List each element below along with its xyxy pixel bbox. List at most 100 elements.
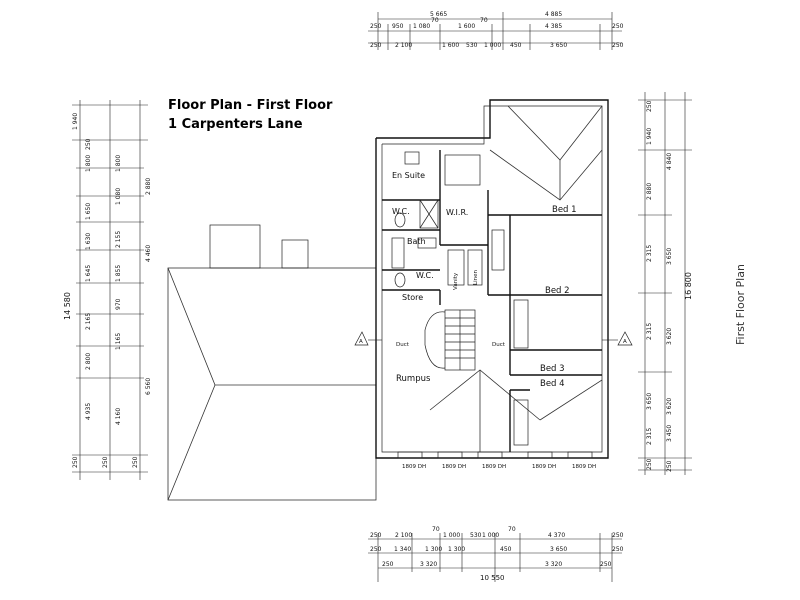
dim-top-2f: 70 [480,17,488,24]
section-marker-right-icon [617,331,633,346]
dim-bottom-3c: 3 320 [545,561,562,568]
dim-right-1: 250 [646,100,653,112]
dim-left-5: 1 630 [85,233,92,250]
dim-bottom-1i: 250 [612,532,624,539]
upper-roof [429,105,603,452]
duct-right-label: Duct [492,342,506,348]
dim-bottom-1e: 530 [470,532,482,539]
dim-right-4: 2 315 [646,245,653,262]
room-bed4: Bed 4 [540,379,565,389]
dim-left-total: 14 580 [63,292,72,320]
dim-left-10: 250 [72,456,79,468]
dim-bottom-3d: 250 [600,561,612,568]
dim-bottom-1a: 250 [370,532,382,539]
window-label-1: 1809 DH [402,464,426,470]
dim-right-10: 3 650 [666,248,673,265]
bath-basin [417,237,437,249]
room-bed3: Bed 3 [540,364,565,374]
dim-bottom-1b: 2 100 [395,532,412,539]
dim-top-2c: 1 080 [413,23,430,30]
dim-top-3h: 250 [612,42,624,49]
dim-left-19: 2 880 [145,178,152,195]
room-rumpus: Rumpus [396,374,431,384]
bath-tub [391,237,405,269]
dim-bottom-total: 10 550 [480,574,505,582]
dim-left-9: 4 935 [85,403,92,420]
dim-right-6: 3 650 [646,393,653,410]
room-bed2: Bed 2 [545,286,570,296]
dim-top-3a: 250 [370,42,382,49]
room-linen: Linen [473,270,479,285]
bottom-windows: 1809 DH 1809 DH 1809 DH 1809 DH 1809 DH [397,451,596,470]
dim-top-3e: 1 000 [484,42,501,49]
dim-top-2h: 250 [612,23,624,30]
dim-bottom-1f: 1 000 [482,532,499,539]
first-floor-outline [375,99,609,459]
dim-bottom-2f: 3 650 [550,546,567,553]
room-wc-upper: W.C. [392,207,410,216]
dim-left-20: 4 460 [145,245,152,262]
window-label-2: 1809 DH [442,464,466,470]
dim-left-7: 2 165 [85,313,92,330]
linen-cupboard [467,249,483,286]
dim-top-3d: 530 [466,42,478,49]
left-dimensions: 1 940 250 1 800 1 650 1 630 1 645 2 165 … [63,100,152,480]
dim-left-8: 2 800 [85,353,92,370]
dim-right-11: 3 620 [666,328,673,345]
dim-bottom-2e: 450 [500,546,512,553]
room-en-suite: En Suite [392,171,425,180]
window-label-5: 1809 DH [572,464,596,470]
dim-bottom-2c: 1 300 [425,546,442,553]
dim-left-6: 1 645 [85,265,92,282]
interior-walls [382,150,602,452]
room-wc-lower: W.C. [416,271,434,280]
dim-bottom-1c: 70 [432,526,440,533]
dim-left-2: 250 [85,138,92,150]
dim-top-2e: 1 600 [458,23,475,30]
dim-top-2g: 4 385 [545,23,562,30]
dim-top-2d: 70 [431,17,439,24]
dim-right-12: 3 620 [666,398,673,415]
dim-bottom-1g: 70 [508,526,516,533]
vanity-unit [447,249,465,286]
dim-right-8: 250 [646,458,653,470]
dim-top-1b: 4 885 [545,11,562,18]
dim-bottom-3b: 3 320 [420,561,437,568]
dim-top-3b: 2 100 [395,42,412,49]
dim-top-3c: 1 600 [442,42,459,49]
bottom-dimensions: 250 2 100 70 1 000 530 1 000 70 4 370 25… [368,526,624,582]
dim-top-2a: 250 [370,23,382,30]
duct-left-label: Duct [396,342,410,348]
fixtures [391,151,529,446]
robe-bed4 [513,399,529,446]
plan-title: Floor Plan - First Floor [168,98,333,113]
dim-bottom-2b: 1 340 [394,546,411,553]
toilet-icon [394,212,406,228]
ensuite-basin [404,151,420,165]
dim-bottom-2a: 250 [370,546,382,553]
dim-left-14: 1 855 [115,265,122,282]
dim-right-14: 250 [666,460,673,472]
dim-bottom-1h: 4 370 [548,532,565,539]
side-caption: First Floor Plan [734,264,747,345]
dim-top-2b: 950 [392,23,404,30]
room-store: Store [402,293,423,302]
dim-left-17: 4 160 [115,408,122,425]
dim-bottom-1d: 1 000 [443,532,460,539]
section-label-right: A [623,339,627,345]
window-label-3: 1809 DH [482,464,506,470]
section-markers: A A [354,331,633,346]
dim-right-7: 2 315 [646,428,653,445]
wir-shelving [444,154,481,186]
staircase [424,309,476,371]
dim-top-3f: 450 [510,42,522,49]
dim-bottom-3a: 250 [382,561,394,568]
dim-left-15: 970 [115,298,122,310]
dim-right-13: 3 450 [666,425,673,442]
top-dimensions: 5 665 4 885 250 950 1 080 70 1 600 70 4 … [368,11,624,50]
dim-left-13: 2 155 [115,231,122,248]
lower-roof [167,224,377,501]
dim-left-1: 1 940 [72,113,79,130]
